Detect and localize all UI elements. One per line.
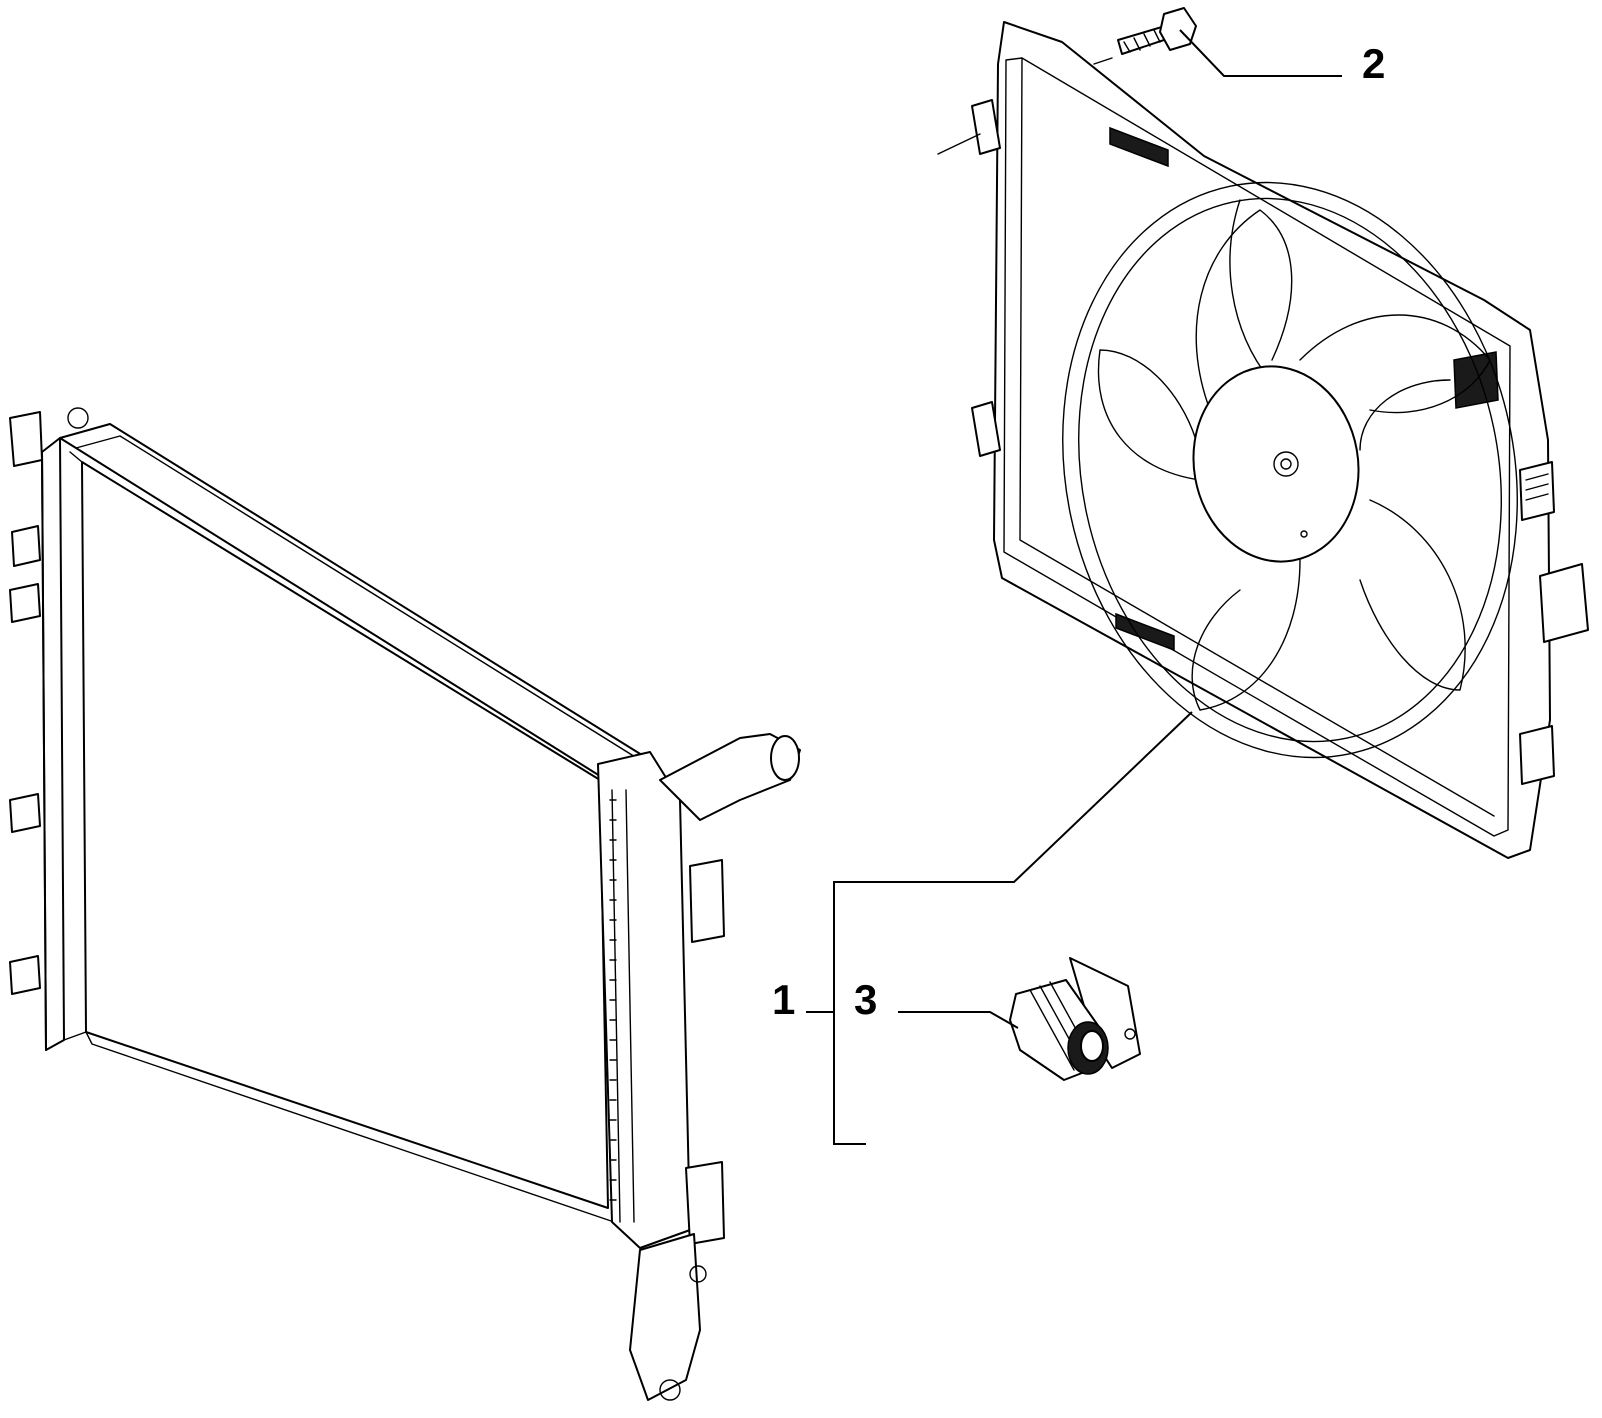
callout-lines: [806, 29, 1342, 1145]
cooling-fan-assembly: [937, 21, 1589, 859]
callout-label-3: 3: [854, 976, 877, 1023]
callout-label-1: 1: [772, 976, 795, 1023]
bolt: [1093, 7, 1197, 65]
fan-resistor: [1009, 957, 1141, 1081]
callout-labels: 2 1 3: [772, 40, 1385, 1023]
callout-label-2: 2: [1362, 40, 1385, 87]
radiator: [9, 407, 801, 1401]
